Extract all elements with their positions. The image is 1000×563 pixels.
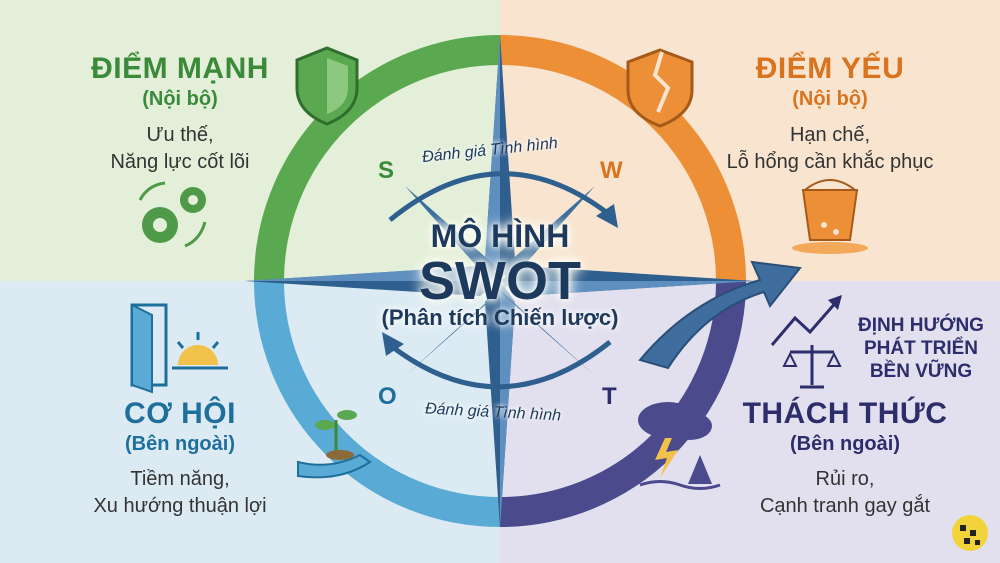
strengths-quadrant [0,0,500,281]
opportunities-subtitle: (Bên ngoài) [125,433,235,455]
growth-chart-icon [770,295,842,346]
sprout-hand-icon [297,410,372,479]
arrow-head-icon [596,204,618,228]
threats-title: THÁCH THỨC [742,397,948,430]
weaknesses-desc-1: Hạn chế, [789,124,871,146]
future-line-2: PHÁT TRIỂN [864,338,978,359]
center-swot: SWOT [419,251,581,311]
letter-o: O [378,383,397,410]
threats-desc-1: Rủi ro, [815,468,875,490]
letter-s: S [378,157,395,184]
future-line-3: BỀN VỮNG [869,361,973,382]
threats-subtitle: (Bên ngoài) [790,433,900,455]
balance-scale-icon [782,345,842,389]
sunrise-icon [172,332,228,370]
weaknesses-subtitle: (Nội bộ) [792,88,868,110]
strengths-subtitle: (Nội bộ) [142,88,218,110]
compass-star-icon [245,35,755,528]
threats-desc-2: Cạnh tranh gay gắt [759,495,931,517]
center-subtitle: (Phân tích Chiến lược) [381,305,619,330]
shield-icon [295,46,359,126]
center-title: MÔ HÌNH [430,218,570,254]
broken-shield-icon [626,48,694,128]
future-line-1: ĐỊNH HƯỚNG [858,315,984,336]
weaknesses-desc-2: Lỗ hổng cần khắc phục [726,151,934,173]
storm-cloud-icon [638,402,712,478]
shark-fin-icon [639,455,721,490]
weaknesses-title: ĐIỂM YẾU [755,52,905,85]
letter-t: T [602,383,617,410]
leaking-bucket-icon [792,179,868,254]
opportunities-desc-2: Xu hướng thuận lợi [93,495,267,517]
strengths-desc-2: Năng lực cốt lõi [110,151,250,173]
strengths-title: ĐIỂM MẠNH [91,52,269,85]
opportunities-desc-1: Tiềm năng, [130,468,230,490]
open-door-icon [130,303,168,394]
cycle-arrows [388,171,612,390]
logo-icon [952,515,988,551]
weaknesses-quadrant [500,0,1000,281]
threats-quadrant [500,281,1000,563]
growth-arrow-icon [638,260,802,370]
letter-w: W [600,157,623,184]
arrow-head-icon [382,332,404,356]
opportunities-title: CƠ HỘI [124,397,236,430]
strengths-desc-1: Ưu thế, [146,124,214,146]
gears-icon [138,181,207,248]
opportunities-quadrant [0,281,500,563]
future-direction: ĐỊNH HƯỚNG PHÁT TRIỂN BỀN VỮNG [846,314,996,383]
